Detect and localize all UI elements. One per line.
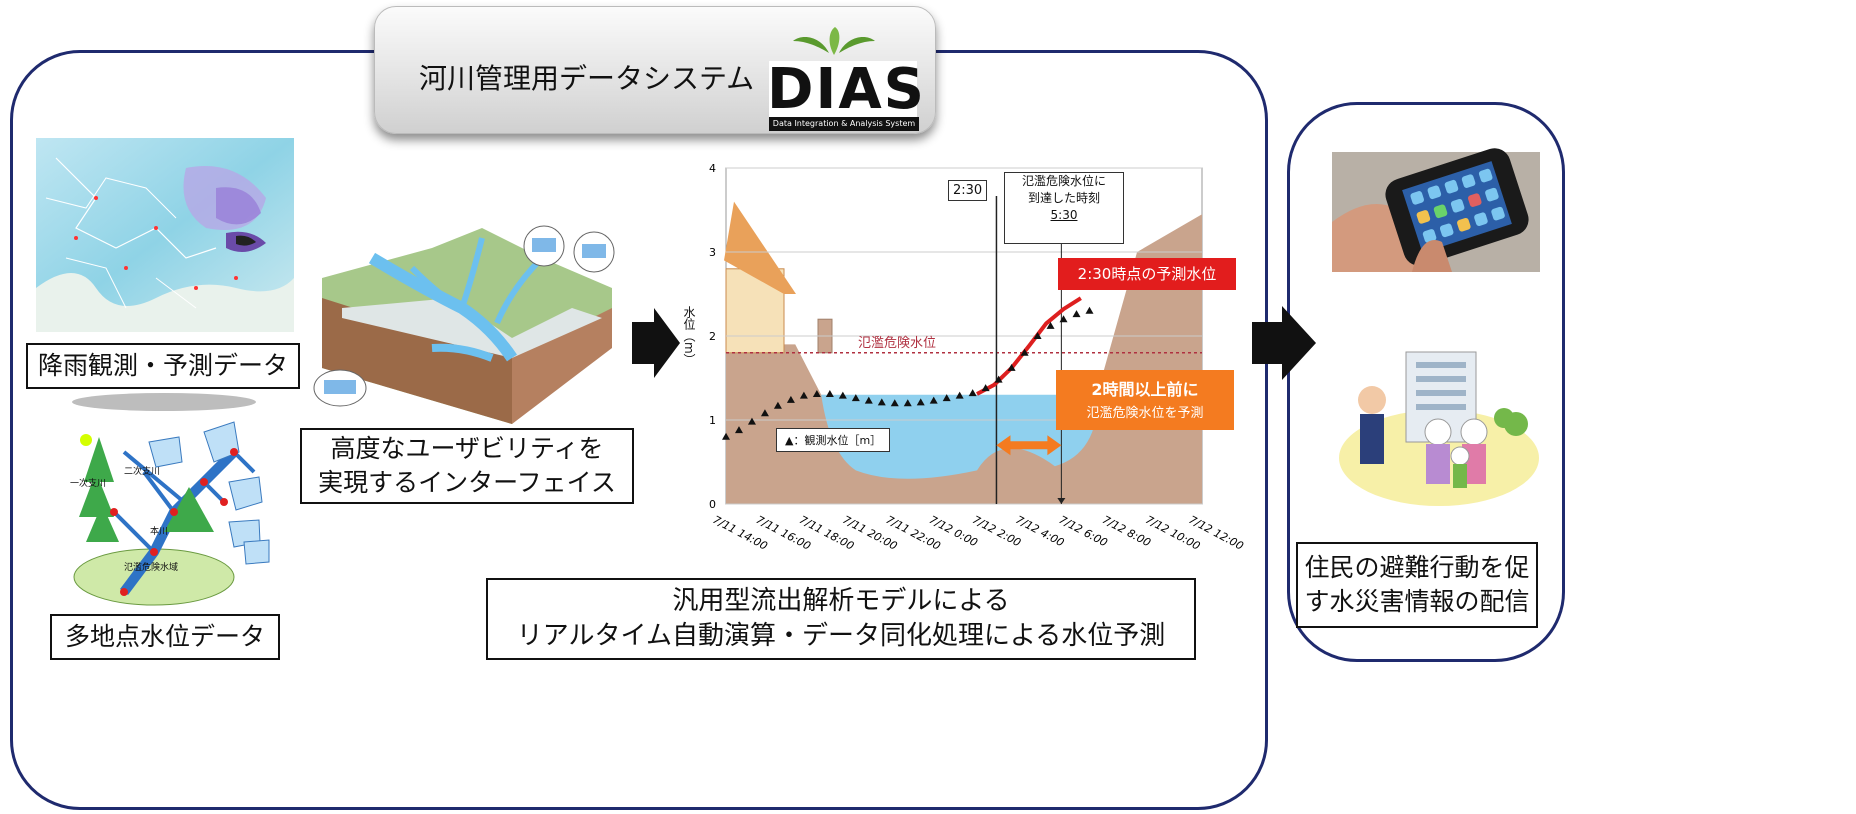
interface-label: 高度なユーザビリティを 実現するインターフェイス — [300, 428, 634, 504]
distribution-label: 住民の避難行動を促 す水災害情報の配信 — [1296, 542, 1538, 628]
observed-point — [747, 417, 756, 425]
chart-ylabel: 水位（m） — [682, 306, 696, 366]
evacuation-illustration — [1336, 348, 1542, 508]
y-tick-label: 0 — [709, 498, 716, 511]
system-title-box: 河川管理用データシステム DIAS Data Integration & Ana… — [374, 6, 936, 134]
observed-point — [942, 394, 951, 402]
observed-point — [903, 399, 912, 407]
radar-map-image — [36, 138, 294, 332]
reach-time-value: 5:30 — [1050, 208, 1078, 222]
y-tick-label: 1 — [709, 414, 716, 427]
observed-point — [1033, 332, 1042, 339]
observed-point — [1046, 321, 1055, 329]
dias-logo-subtitle: Data Integration & Analysis System — [769, 117, 919, 131]
observed-point — [916, 398, 925, 406]
observed-point — [786, 395, 795, 403]
x-tick-label: 7/12 2:00 — [970, 513, 1023, 549]
y-tick-label: 4 — [709, 162, 716, 175]
advance-forecast-box: 2時間以上前に 氾濫危険水位を予測 — [1056, 370, 1234, 430]
river-label-flood-area: 氾濫危険水域 — [124, 563, 179, 573]
observed-point — [799, 391, 808, 399]
observed-point — [968, 389, 977, 397]
dias-logo-text: DIAS — [767, 57, 926, 122]
forecast-series-line — [976, 296, 1082, 396]
y-tick-label: 2 — [709, 330, 716, 343]
advance-arrow-right — [1047, 435, 1062, 456]
observed-point — [1020, 348, 1029, 356]
advance-label-1: 2時間以上前に — [1091, 380, 1199, 399]
observed-legend: ▲：観測水位［m］ — [776, 428, 891, 452]
x-tick-label: 7/12 4:00 — [1014, 513, 1067, 549]
observed-point — [1059, 315, 1068, 323]
rain-data-label: 降雨観測・予測データ — [26, 343, 300, 389]
observed-point — [994, 375, 1003, 383]
observed-point — [851, 394, 860, 402]
observed-point — [864, 396, 873, 404]
advance-arrow-left — [996, 435, 1011, 456]
river-network-icon: 一次支川 二次支川 本川 氾濫危険水域 — [64, 392, 276, 610]
right-arrow-icon — [1252, 306, 1316, 380]
dias-logo: DIAS Data Integration & Analysis System — [763, 27, 926, 131]
observed-point — [929, 396, 938, 404]
forecast-label: 2:30時点の予測水位 — [1058, 258, 1236, 290]
observed-point — [760, 409, 769, 417]
advance-label-2: 氾濫危険水位を予測 — [1086, 406, 1204, 421]
observed-point — [955, 391, 964, 399]
model-description-label: 汎用型流出解析モデルによる リアルタイム自動演算・データ同化処理による水位予測 — [486, 578, 1196, 660]
observed-point — [838, 391, 847, 399]
reach-time-box: 氾濫危険水位に 到達した時刻 5:30 — [1004, 172, 1124, 244]
terrain-3d-illustration — [312, 225, 630, 424]
river-water — [821, 394, 1099, 479]
observed-point — [734, 426, 743, 434]
observed-point — [812, 389, 821, 397]
observed-point — [890, 399, 899, 407]
x-tick-label: 7/12 6:00 — [1057, 513, 1110, 549]
observed-point — [1007, 363, 1016, 371]
river-label-primary: 一次支川 — [70, 479, 107, 489]
x-tick-label: 7/12 8:00 — [1100, 513, 1153, 549]
observed-point — [773, 401, 782, 409]
observed-point — [1072, 310, 1081, 318]
observed-point — [825, 389, 834, 397]
observed-point — [1085, 306, 1094, 314]
right-arrow-icon — [632, 308, 680, 378]
smartphone-image — [1332, 148, 1540, 272]
river-label-main: 本川 — [150, 527, 169, 537]
system-title: 河川管理用データシステム — [419, 62, 755, 95]
house-roof — [724, 201, 796, 294]
y-tick-label: 3 — [709, 246, 716, 259]
reach-time-label: 氾濫危険水位に 到達した時刻 — [1021, 174, 1106, 205]
river-label-secondary: 二次支川 — [124, 467, 161, 477]
now-time-label: 2:30 — [948, 180, 988, 201]
water-level-data-label: 多地点水位データ — [50, 614, 280, 660]
observed-point — [981, 384, 990, 392]
danger-line-label: 氾濫危険水位 — [858, 336, 937, 351]
observed-point — [722, 432, 730, 440]
observed-point — [877, 398, 886, 406]
reach-time-arrowhead — [1057, 498, 1066, 504]
